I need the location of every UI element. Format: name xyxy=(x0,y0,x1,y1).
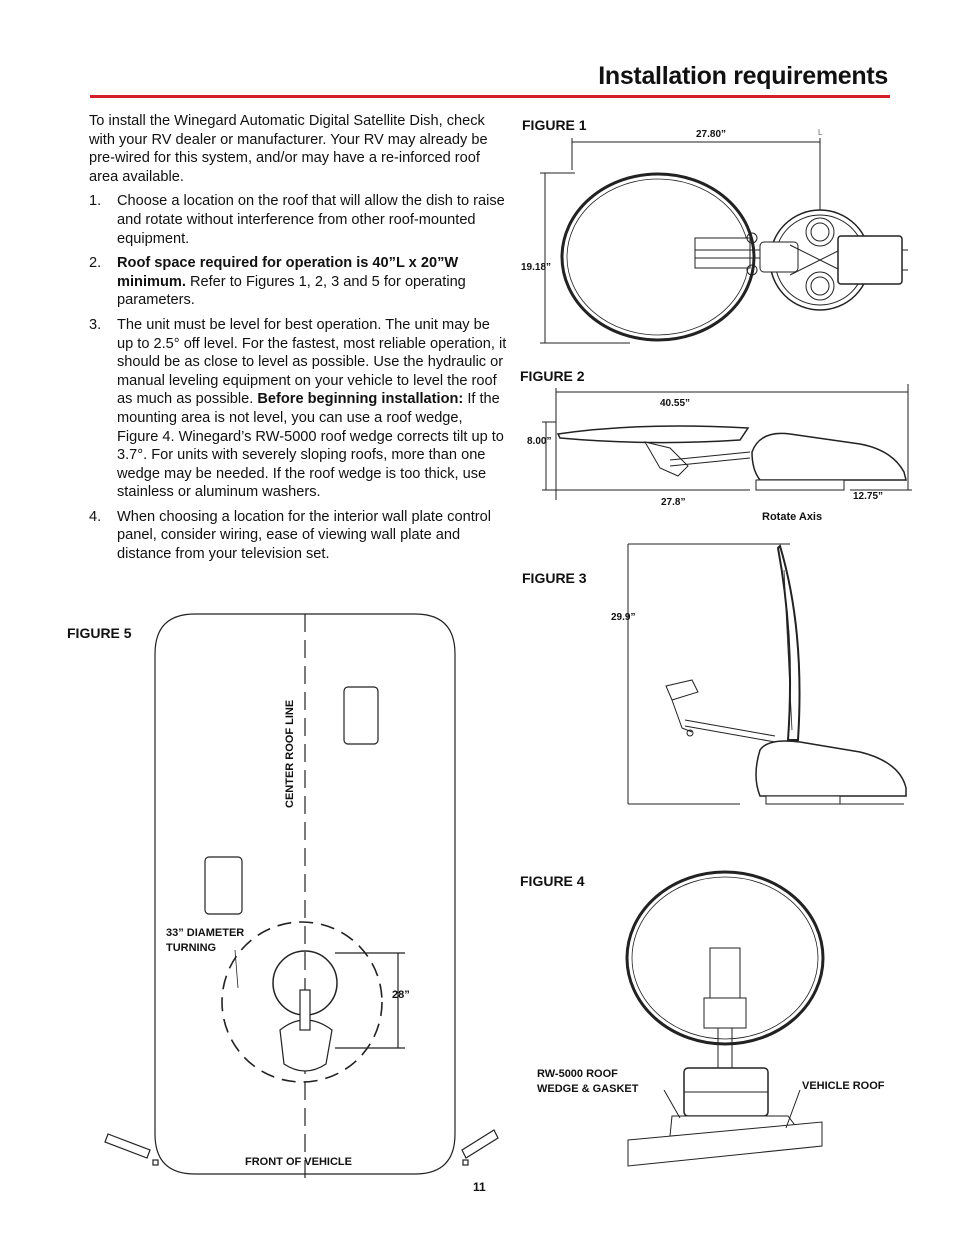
step-item: 2. Roof space required for operation is … xyxy=(89,254,507,310)
intro-paragraph: To install the Winegard Automatic Digita… xyxy=(89,113,488,185)
figure2-height-dimension: 8.00” xyxy=(527,436,552,447)
figure4-wedge-line1: RW-5000 ROOF xyxy=(537,1068,618,1080)
figure4-wedge-line2: WEDGE & GASKET xyxy=(537,1083,639,1095)
page-title: Installation requirements xyxy=(598,62,888,90)
step-text: Choose a location on the roof that will … xyxy=(117,193,505,247)
figure1-corner-mark: L xyxy=(818,128,823,137)
figure5-front-of-vehicle-label: FRONT OF VEHICLE xyxy=(245,1156,352,1168)
figure5-turning-line1: 33” DIAMETER xyxy=(166,927,245,939)
step-item: 1. Choose a location on the roof that wi… xyxy=(89,192,507,248)
step-item: 4. When choosing a location for the inte… xyxy=(89,508,507,564)
step-text: The unit must be level for best operatio… xyxy=(117,316,507,408)
step-item: 3. The unit must be level for best opera… xyxy=(89,316,507,502)
step-text: Refer to Figures 1, 2, 3 and 5 for opera… xyxy=(117,273,466,309)
step-bold-text: Before beginning installation: xyxy=(257,391,464,408)
instructions-text: To install the Winegard Automatic Digita… xyxy=(89,112,507,570)
figure1-height-dimension: 19.18” xyxy=(521,262,552,273)
figure5-distance-dimension: 28” xyxy=(392,989,410,1001)
figure1-width-dimension: 27.80” xyxy=(696,129,727,140)
figure2-right-dimension: 12.75” xyxy=(853,491,884,502)
figure4-label: FIGURE 4 xyxy=(520,873,585,889)
page-number: 11 xyxy=(473,1180,486,1194)
figure2-bottom-dimension: 27.8” xyxy=(661,497,686,508)
figure4-vehicle-roof-callout: VEHICLE ROOF xyxy=(802,1080,885,1092)
steps-list: 1. Choose a location on the roof that wi… xyxy=(89,192,507,563)
step-number: 4. xyxy=(89,508,102,525)
figure3-dish-raised-view xyxy=(627,543,907,805)
figure2-label: FIGURE 2 xyxy=(520,368,585,384)
step-number: 3. xyxy=(89,316,102,333)
step-number: 1. xyxy=(89,193,102,210)
figure2-rotate-axis-label: Rotate Axis xyxy=(762,511,823,523)
figure5-turning-line2: TURNING xyxy=(166,942,217,954)
figure3-label: FIGURE 3 xyxy=(522,570,587,586)
figure5-roof-plan xyxy=(104,613,499,1178)
step-text: When choosing a location for the interio… xyxy=(117,508,491,563)
figure5-label: FIGURE 5 xyxy=(67,625,132,641)
figure4-dish-on-wedge xyxy=(625,870,825,1167)
figure1-dish-top-view xyxy=(540,138,908,344)
figure5-turning-callout: 33” DIAMETER TURNING xyxy=(166,926,244,956)
title-rule xyxy=(90,95,890,98)
figure4-wedge-callout: RW-5000 ROOF WEDGE & GASKET xyxy=(537,1067,638,1097)
step-text-continued: If the mounting area is not level, you c… xyxy=(117,391,504,501)
figure2-top-dimension: 40.55” xyxy=(660,398,691,409)
figure1-label: FIGURE 1 xyxy=(522,117,587,133)
figure2-dish-side-view xyxy=(542,384,912,500)
step-number: 2. xyxy=(89,255,102,272)
step-bold-text: Roof space required for operation is 40”… xyxy=(117,255,459,290)
figure3-height-dimension: 29.9” xyxy=(611,612,636,623)
